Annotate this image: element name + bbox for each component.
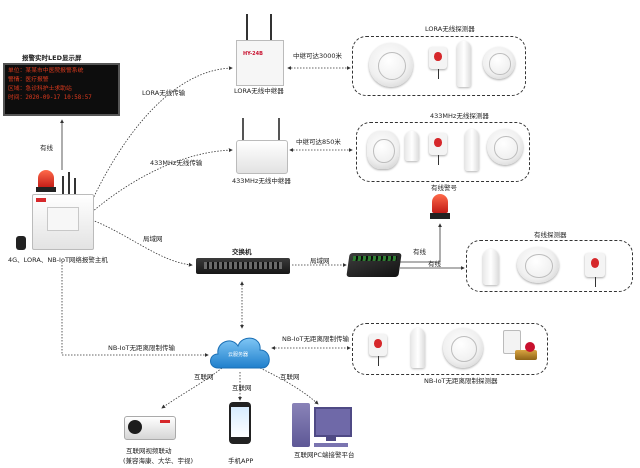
pir-sensor-icon (457, 41, 471, 87)
camera-lens (128, 420, 142, 434)
433-repeater (236, 118, 288, 174)
nb-detectors-title: NB-IoT无距离限制探测器 (424, 377, 498, 385)
cloud-pc-link-label: 互联网 (280, 373, 300, 381)
host-led-link-label: 有线 (40, 144, 53, 152)
pir-sensor-icon (483, 249, 499, 285)
led-display: 单位：某某市中医院报警系统 警情：医疗报警 区域：急诊科护士求助站 时间：202… (3, 63, 120, 116)
pir-sensor-icon (465, 129, 479, 171)
io-alarm-link-label: 有线 (413, 248, 426, 256)
antenna-icon-2 (278, 118, 280, 144)
repeater-device-text: HY-24B (243, 51, 263, 57)
smoke-detector-icon (367, 131, 399, 169)
camera-brand-mark (160, 420, 170, 423)
host-box (32, 194, 94, 250)
io-module (346, 253, 402, 277)
camera-label-2: (兼容海康、大华、宇视) (123, 457, 194, 465)
pc-monitor-stand (326, 436, 336, 441)
antenna-icon-3 (74, 178, 76, 194)
led-line-2: 警情：医疗报警 (8, 77, 49, 83)
433-repeater-label: 433MHz无线中继器 (232, 177, 291, 185)
lora-detectors-group (352, 36, 526, 96)
pc-keyboard (314, 443, 348, 447)
siren-dome (432, 194, 448, 213)
gas-valve-icon (499, 330, 539, 366)
host-cloud-link-label: NB-IoT无距离限制传输 (108, 344, 176, 352)
led-line-3: 区域：急诊科护士求助站 (8, 86, 72, 92)
camera-icon (124, 414, 180, 444)
gas-sensor-box (503, 330, 521, 354)
io-terminals (352, 256, 398, 261)
pc-monitor (314, 407, 352, 437)
nb-detectors-group (352, 323, 548, 375)
gas-detector-icon (487, 129, 523, 165)
wired-detectors-group (466, 240, 633, 292)
siren-base (430, 213, 450, 219)
host-panel (47, 207, 79, 231)
cloud-phone-link-label: 互联网 (232, 384, 252, 392)
pc-label: 互联网PC端接警平台 (294, 451, 355, 459)
smoke-detector-icon (369, 43, 413, 87)
repeater-box: HY-24B (236, 40, 284, 86)
emergency-button-icon (429, 133, 447, 165)
antenna-icon (62, 176, 64, 194)
alarm-host (16, 170, 98, 250)
lora-repeater-label: LORA无线中继器 (234, 87, 284, 95)
io-detectors-link-label: 有线 (428, 260, 441, 268)
cloud-server-icon (210, 337, 270, 369)
led-line-1: 单位：某某市中医院报警系统 (8, 68, 84, 74)
433-range-label: 中继可达850米 (296, 138, 341, 146)
antenna-icon (242, 118, 244, 144)
cloud-detectors-link-label: NB-IoT无距离限制传输 (282, 335, 350, 343)
host-brand-mark (36, 198, 46, 202)
emergency-button-icon (369, 334, 387, 366)
antenna-icon (246, 14, 248, 42)
valve-handle (525, 342, 535, 352)
lora-repeater: HY-24B (234, 14, 284, 86)
valve-body (515, 350, 537, 360)
lora-range-label: 中继可达3000米 (293, 52, 343, 60)
smoke-detector-icon (517, 247, 559, 283)
pir-sensor-icon (411, 328, 425, 368)
wired-detectors-title: 有线探测器 (534, 231, 567, 239)
433-detectors-group (356, 122, 530, 182)
cloud-camera-link-label: 互联网 (194, 373, 214, 381)
phone-label: 手机APP (228, 457, 254, 465)
repeater-box (236, 140, 288, 174)
smartphone-icon (229, 402, 251, 444)
433-detectors-title: 433MHz无线探测器 (430, 112, 489, 120)
door-sensor-icon (405, 131, 419, 161)
smoke-detector-icon (443, 328, 483, 368)
switch-ports (204, 262, 282, 269)
lora-detectors-title: LORA无线探测器 (425, 25, 475, 33)
network-switch (196, 258, 290, 274)
camera-label-1: 互联网视频联动 (126, 447, 172, 455)
phone-screen (231, 407, 249, 437)
led-display-title: 报警实时LED显示屏 (22, 54, 82, 62)
host-switch-link-label: 局域网 (143, 235, 163, 243)
red-beacon-icon (38, 170, 54, 188)
host-label: 4G、LORA、NB-IoT网络报警主机 (8, 256, 108, 264)
antenna-icon-2 (68, 172, 70, 194)
emergency-button-icon (585, 253, 605, 287)
switch-io-link-label: 局域网 (310, 257, 330, 265)
beacon-base (36, 187, 56, 192)
cloud-label: 云服务器 (228, 352, 249, 358)
led-line-4: 时间：2020-09-17 10:58:57 (8, 95, 92, 101)
wired-siren-icon (430, 194, 450, 220)
wired-alarm-label: 有线警号 (431, 184, 457, 192)
pc-workstation-icon (292, 403, 352, 449)
lora-link-label: LORA无线传输 (142, 89, 186, 97)
pc-tower (292, 403, 310, 447)
phone-handset-icon (16, 236, 26, 250)
antenna-icon-2 (270, 14, 272, 42)
switch-label: 交换机 (232, 248, 252, 256)
emergency-button-icon (429, 47, 447, 79)
433-link-label: 433MHz无线传输 (150, 159, 203, 167)
gas-detector-icon (483, 47, 515, 79)
